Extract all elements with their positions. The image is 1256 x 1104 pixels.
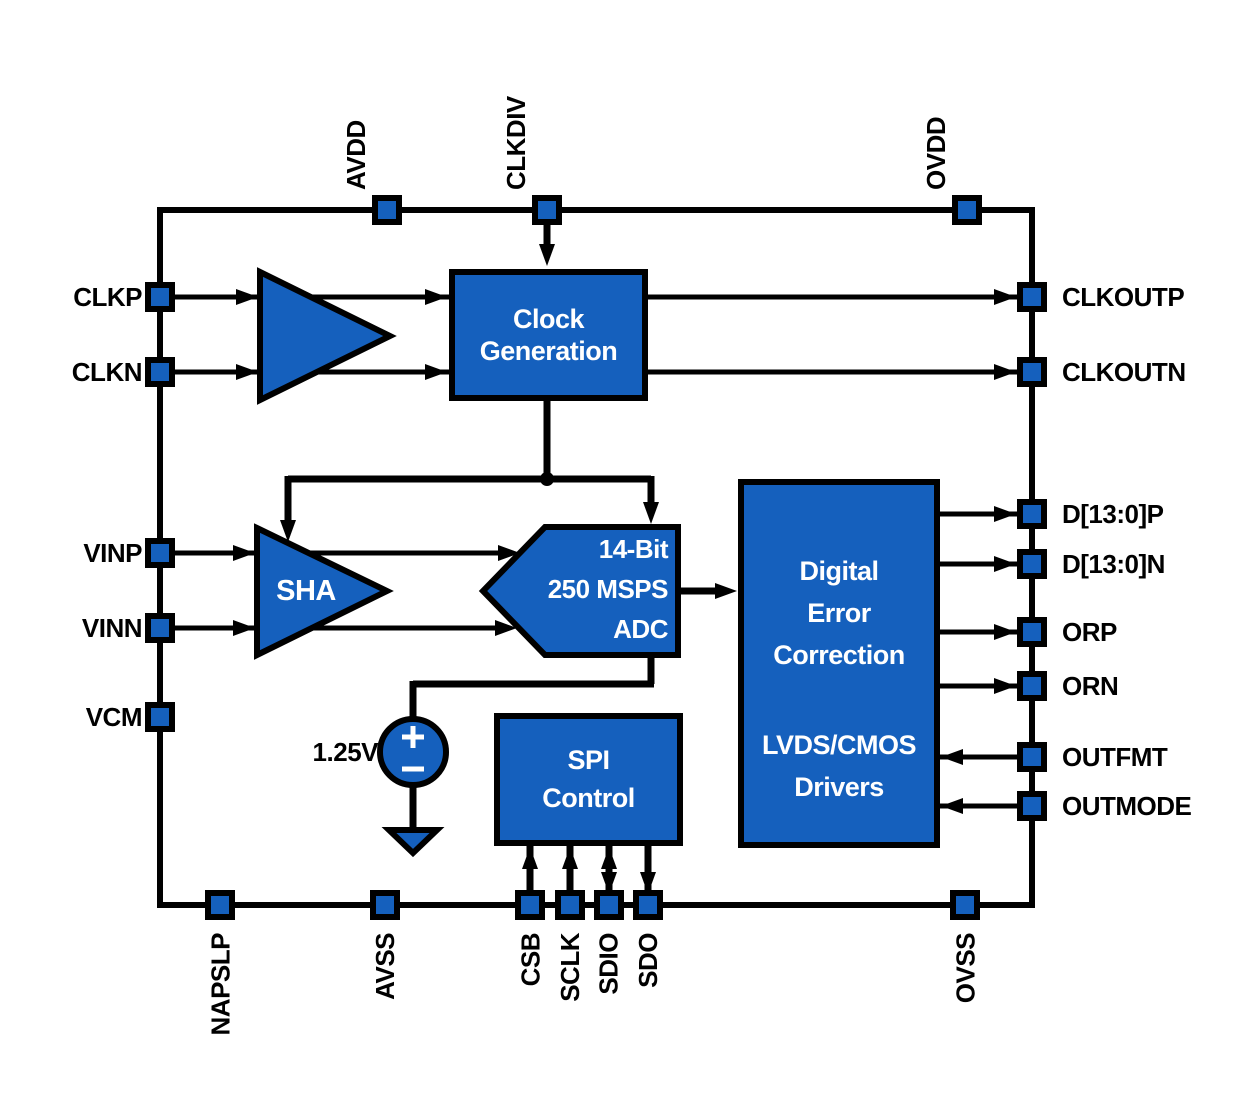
- arrow-csb-up: [522, 847, 538, 869]
- arrow-clkn-buffer: [236, 364, 258, 380]
- label-outfmt: OUTFMT: [1062, 742, 1168, 772]
- arrow-clkoutp: [994, 289, 1016, 305]
- label-avss: AVSS: [370, 933, 400, 1000]
- arrow-adc-dec: [715, 583, 737, 599]
- sha-label: SHA: [276, 574, 336, 607]
- arrow-clock-sha-down: [280, 520, 296, 542]
- pin-ovdd: [952, 195, 982, 225]
- pin-vinn: [145, 613, 175, 643]
- spi-control-block: [494, 713, 683, 846]
- label-vinn: VINN: [81, 613, 143, 643]
- function-blocks: [254, 267, 940, 858]
- voltage-source-circle: [377, 716, 449, 788]
- pin-d13n: [1017, 549, 1047, 579]
- pin-orp: [1017, 617, 1047, 647]
- pin-avss: [370, 890, 400, 920]
- adc-pentagon: [478, 524, 681, 658]
- arrow-clkn-clockgen: [425, 364, 447, 380]
- arrowheads: [233, 244, 1016, 894]
- label-outmode: OUTMODE: [1062, 791, 1192, 821]
- clock-junction-dot: [540, 472, 554, 486]
- arrow-vinn-sha: [233, 620, 255, 636]
- clock-generation-label: Clock Generation: [479, 303, 618, 366]
- label-vinp: VINP: [83, 538, 142, 568]
- label-ovss: OVSS: [950, 933, 980, 1004]
- clock-buffer-triangle: [257, 267, 397, 405]
- pin-vcm: [145, 702, 175, 732]
- label-d13p: D[13:0]P: [1062, 499, 1164, 529]
- arrow-orn: [994, 678, 1016, 694]
- label-sdo: SDO: [633, 933, 663, 988]
- arrow-clkp-clockgen: [425, 289, 447, 305]
- label-clkp: CLKP: [73, 282, 142, 312]
- pin-csb: [515, 890, 545, 920]
- lvds-cmos-drivers-label: LVDS/CMOS Drivers: [761, 730, 917, 802]
- arrow-sha-adc-bottom: [495, 620, 517, 636]
- pin-outmode: [1017, 791, 1047, 821]
- label-clkn: CLKN: [71, 357, 143, 387]
- arrow-vinp-sha: [233, 545, 255, 561]
- pin-sclk: [555, 890, 585, 920]
- arrow-orp: [994, 624, 1016, 640]
- pin-orn: [1017, 671, 1047, 701]
- pin-sdo: [633, 890, 663, 920]
- arrow-clock-adc-down: [643, 502, 659, 524]
- pin-clkdiv: [532, 195, 562, 225]
- label-clkoutp: CLKOUTP: [1062, 282, 1185, 312]
- clock-generation-block: [449, 269, 648, 401]
- label-sclk: SCLK: [555, 933, 585, 1002]
- arrow-clkdiv-down: [539, 244, 555, 266]
- label-csb: CSB: [515, 933, 545, 987]
- pin-clkoutn: [1017, 357, 1047, 387]
- pin-outfmt: [1017, 742, 1047, 772]
- spi-control-label: SPI Control: [542, 744, 635, 813]
- pin-clkp: [145, 282, 175, 312]
- arrow-clkoutn: [994, 364, 1016, 380]
- pin-vinp: [145, 538, 175, 568]
- label-clkdiv: CLKDIV: [501, 96, 531, 190]
- digital-error-correction-label: Digital Error Correction: [773, 556, 905, 670]
- pin-d13p: [1017, 499, 1047, 529]
- arrow-sdo-down: [640, 872, 656, 894]
- label-orn: ORN: [1062, 671, 1119, 701]
- pin-clkn: [145, 357, 175, 387]
- arrow-sdio-down: [601, 872, 617, 894]
- arrow-d13n: [994, 556, 1016, 572]
- label-ovdd: OVDD: [921, 116, 951, 190]
- pin-ovss: [950, 890, 980, 920]
- digital-error-correction-block: [738, 479, 940, 848]
- arrow-clkp-buffer: [236, 289, 258, 305]
- pin-avdd: [372, 195, 402, 225]
- voltage-source-label: 1.25V: [312, 737, 379, 767]
- pin-sdio: [594, 890, 624, 920]
- arrow-d13p: [994, 506, 1016, 522]
- label-vcm: VCM: [85, 702, 143, 732]
- label-clkoutn: CLKOUTN: [1062, 357, 1186, 387]
- label-d13n: D[13:0]N: [1062, 549, 1165, 579]
- arrow-sclk-up: [562, 847, 578, 869]
- arrow-outfmt-in: [941, 749, 963, 765]
- adc-label: 14-Bit 250 MSPS ADC: [547, 533, 669, 645]
- label-sdio: SDIO: [594, 933, 624, 995]
- ground-symbol: [381, 827, 445, 858]
- arrow-outmode-in: [941, 798, 963, 814]
- pin-squares: [145, 195, 1047, 920]
- arrow-sdio-up: [601, 847, 617, 869]
- voltage-source-polarity: [402, 726, 424, 772]
- pin-napslp: [205, 890, 235, 920]
- label-avdd: AVDD: [341, 120, 371, 190]
- label-orp: ORP: [1062, 617, 1117, 647]
- label-napslp: NAPSLP: [205, 933, 235, 1036]
- arrow-sha-adc-top: [498, 545, 520, 561]
- sha-triangle: [254, 523, 394, 660]
- pin-clkoutp: [1017, 282, 1047, 312]
